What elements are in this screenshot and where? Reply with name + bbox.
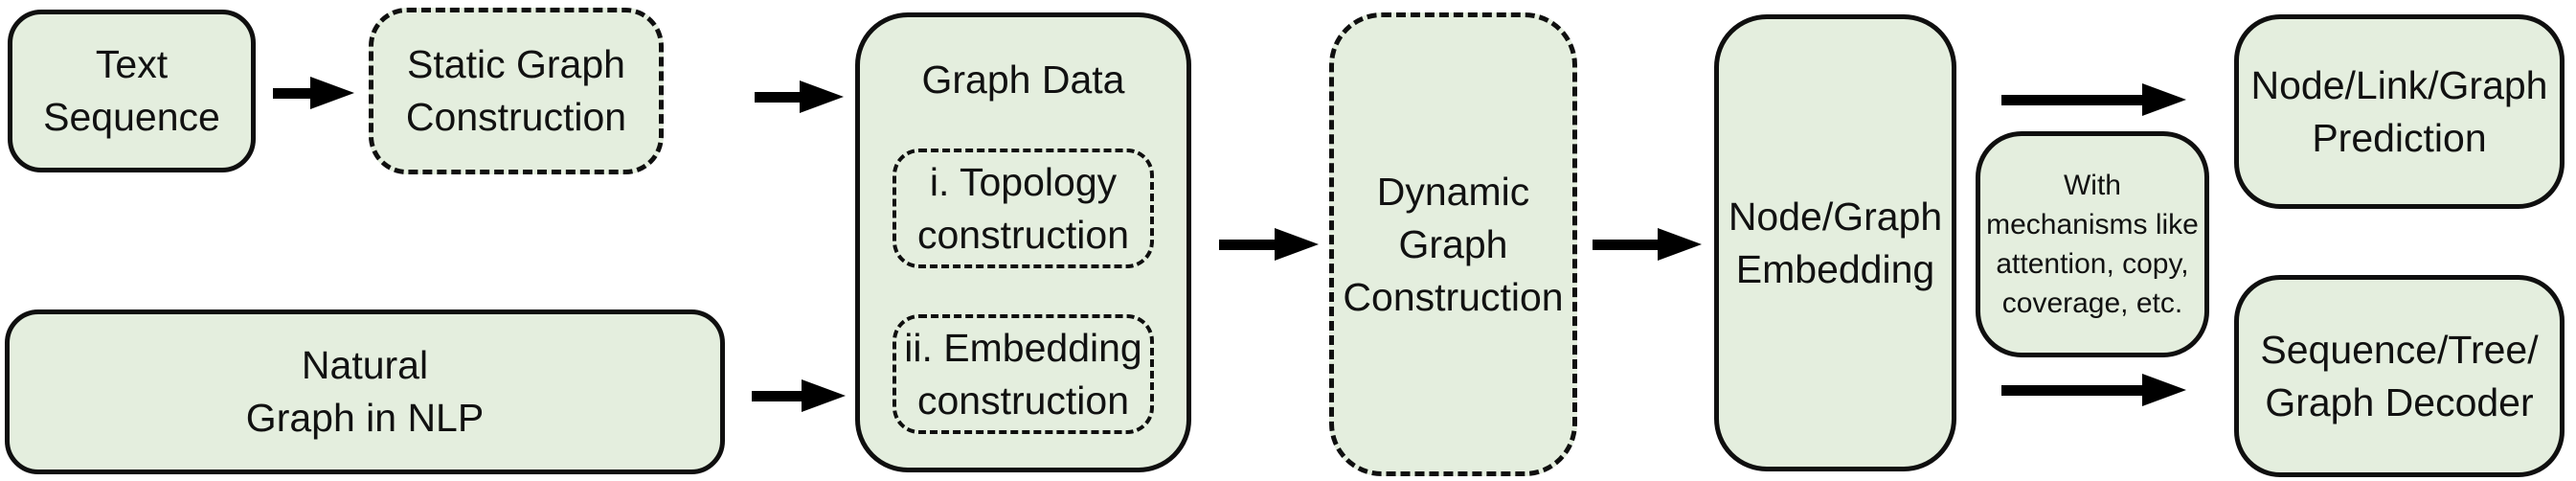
arrow-embedding-to-decoder [2001,374,2186,406]
graph-data-title: Graph Data [921,57,1125,102]
topology-construction-label: i. Topology construction [916,159,1130,257]
arrow-natural-graph-to-graph-data [752,379,846,412]
node-link-graph-prediction-label: Node/Link/Graph Prediction [2250,62,2548,160]
mechanisms-note-label: With mechanisms like attention, copy, co… [1986,170,2199,319]
node-graph-embedding-node: Node/Graph Embedding [1714,14,1956,471]
text-sequence-node: Text Sequence [8,10,256,172]
arrow-head-icon [1658,228,1702,261]
natural-graph-in-nlp-node: Natural Graph in NLP [5,309,725,474]
arrow-dynamic-to-embedding [1593,228,1702,261]
embedding-construction-substep: ii. Embedding construction [893,314,1154,434]
arrow-graph-data-to-dynamic [1219,228,1319,261]
natural-graph-in-nlp-label: Natural Graph in NLP [245,343,485,440]
node-graph-embedding-label: Node/Graph Embedding [1728,194,1943,291]
arrow-static-to-graph-data [755,80,844,113]
sequence-tree-graph-decoder-label: Sequence/Tree/ Graph Decoder [2260,327,2539,424]
topology-construction-substep: i. Topology construction [893,149,1154,268]
arrow-head-icon [310,77,354,109]
arrow-shaft [1219,239,1275,250]
mechanisms-note-node: With mechanisms like attention, copy, co… [1976,131,2209,357]
arrow-shaft [755,91,800,103]
dynamic-graph-construction-node: Dynamic Graph Construction [1329,12,1577,476]
arrow-embedding-to-prediction [2001,83,2186,116]
arrow-shaft [2001,384,2142,396]
graph-data-node: Graph Data i. Topology construction ii. … [855,12,1191,472]
arrow-head-icon [2142,83,2186,116]
arrow-shaft [273,87,310,99]
embedding-construction-label: ii. Embedding construction [904,325,1142,423]
arrow-shaft [1593,239,1658,250]
arrow-shaft [2001,94,2142,105]
static-graph-construction-node: Static Graph Construction [369,8,664,174]
static-graph-construction-label: Static Graph Construction [405,42,627,139]
node-link-graph-prediction-node: Node/Link/Graph Prediction [2234,14,2565,209]
arrow-head-icon [2142,374,2186,406]
arrow-head-icon [802,379,846,412]
text-sequence-label: Text Sequence [43,42,220,139]
arrow-head-icon [1275,228,1319,261]
dynamic-graph-construction-label: Dynamic Graph Construction [1343,169,1564,319]
arrow-shaft [752,390,802,401]
arrow-head-icon [800,80,844,113]
arrow-text-sequence-to-static [273,77,354,109]
sequence-tree-graph-decoder-node: Sequence/Tree/ Graph Decoder [2234,275,2565,477]
